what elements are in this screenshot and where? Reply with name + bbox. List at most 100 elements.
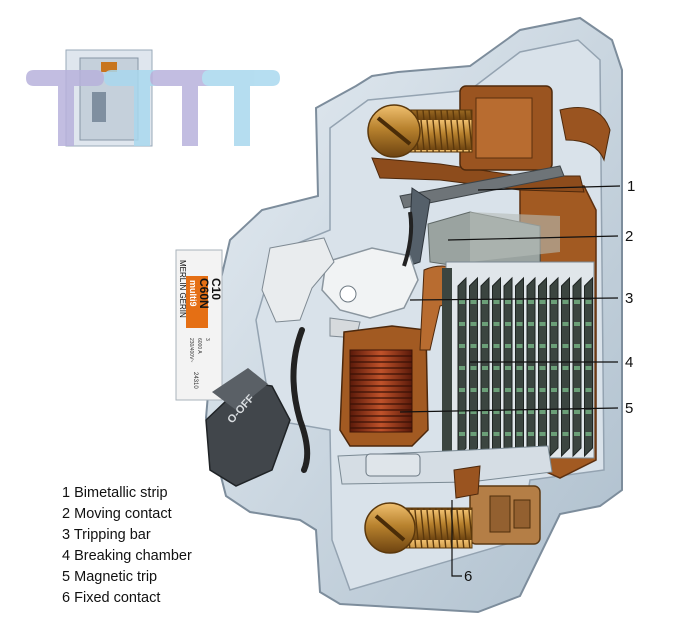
arc-plate-spacer: [470, 322, 477, 326]
arc-plate-spacer: [493, 432, 500, 436]
arc-plate-spacer: [505, 432, 511, 436]
arc-plates: [457, 276, 593, 458]
fixed-contact: [453, 465, 481, 499]
leader-3: [409, 297, 619, 301]
arc-plate-spacer: [482, 410, 488, 414]
callout-number-1: 1: [627, 178, 635, 195]
arc-plate-spacer: [516, 432, 523, 436]
leader-2: [447, 235, 619, 241]
callout-number-3: 3: [625, 290, 633, 307]
arc-plate-spacer: [459, 366, 465, 370]
arc-plate-spacer: [562, 388, 569, 392]
arc-plate-spacer: [574, 432, 580, 436]
arc-plate-spacer: [470, 300, 477, 304]
toggle-handle: O-OFF: [205, 368, 291, 487]
arc-plate-spacer: [562, 344, 569, 348]
arc-plate-spacer: [528, 410, 534, 414]
link-rod: [290, 327, 311, 473]
arc-plate-spacer: [516, 300, 523, 304]
arc-plate-spacer: [539, 366, 546, 370]
legend-number: 4: [62, 548, 71, 564]
arc-plate-spacer: [505, 410, 511, 414]
arc-plate-spacer: [493, 300, 500, 304]
arc-plate-spacer: [528, 388, 534, 392]
legend-number: 3: [62, 527, 71, 543]
callout-leaders: [399, 185, 621, 577]
arc-plate-spacer: [516, 388, 523, 392]
moving-contact: [427, 211, 560, 269]
legend-text: Fixed contact: [74, 590, 161, 606]
arc-plate-spacer: [482, 432, 488, 436]
coil-windings: [350, 355, 412, 429]
arc-plate-spacer: [551, 410, 557, 414]
callout-number-6: 6: [464, 568, 472, 585]
label-code: 24310: [192, 372, 198, 389]
leader-6: [451, 500, 462, 577]
arc-plate-spacer: [539, 388, 546, 392]
arc-plate-spacer: [493, 366, 500, 370]
arc-plate-spacer: [505, 388, 511, 392]
arc-plate-spacer: [528, 322, 534, 326]
arc-plate-spacer: [493, 344, 500, 348]
arc-plate-spacer: [482, 322, 488, 326]
label-fine-print-2: 6000 A: [196, 338, 202, 354]
legend-text: Tripping bar: [73, 527, 151, 543]
arc-plate-spacer: [459, 432, 465, 436]
arc-plate-spacer: [470, 432, 477, 436]
magnetic-trip: [339, 265, 463, 447]
arc-plate-spacer: [482, 344, 488, 348]
arc-plate-spacer: [574, 366, 580, 370]
arc-plate-spacer: [574, 344, 580, 348]
arc-plate-spacer: [585, 366, 592, 370]
arc-plate-spacer: [562, 300, 569, 304]
bimetallic-strip: [399, 165, 565, 267]
legend-item-3: 3 Tripping bar: [62, 525, 302, 546]
arc-plate-spacer: [551, 432, 557, 436]
arc-plate-spacer: [470, 366, 477, 370]
arc-plate-spacer: [528, 432, 534, 436]
arc-plate-spacer: [516, 322, 523, 326]
arc-plate-spacer: [562, 322, 569, 326]
legend-number: 2: [62, 506, 71, 522]
arc-plate-spacer: [551, 388, 557, 392]
arc-plate-spacer: [482, 300, 488, 304]
legend-number: 5: [62, 569, 71, 585]
top-terminal: [367, 85, 611, 171]
arc-plate-spacer: [459, 300, 465, 304]
arc-plate-spacer: [539, 322, 546, 326]
arc-plate-spacer: [585, 344, 592, 348]
arc-plate-spacer: [505, 344, 511, 348]
label-fine-print-3: 3: [204, 338, 210, 341]
arc-plate-spacer: [528, 300, 534, 304]
arc-plate-spacer: [493, 388, 500, 392]
arc-plate-spacer: [539, 410, 546, 414]
arc-plate-spacer: [585, 322, 592, 326]
legend-number: 1: [62, 485, 71, 501]
product-label: MERLIN GERIN multi9 C60N C10 230/400V~ 6…: [175, 249, 223, 401]
arc-plate-spacer: [459, 344, 465, 348]
arc-plate-spacer: [470, 344, 477, 348]
legend-item-6: 6 Fixed contact: [62, 588, 302, 609]
legend-text: Bimetallic strip: [74, 485, 168, 501]
legend-item-4: 4 Breaking chamber: [62, 546, 302, 567]
arc-plate-spacer: [516, 366, 523, 370]
legend-number: 6: [62, 590, 71, 606]
arc-plate-spacer: [539, 344, 546, 348]
arc-plate-spacer: [574, 388, 580, 392]
arc-plate-spacer: [493, 322, 500, 326]
tripping-bar: [261, 237, 419, 339]
watermark-logo: [26, 49, 280, 147]
arc-plate-spacer: [562, 366, 569, 370]
arc-plate-spacer: [551, 322, 557, 326]
arc-plate-spacer: [482, 388, 488, 392]
leader-1: [477, 185, 621, 191]
arc-plate-spacer: [459, 410, 465, 414]
arc-plate-spacer: [516, 410, 523, 414]
arc-plate-spacer: [585, 300, 592, 304]
label-rating: C10: [209, 278, 223, 300]
arc-plate-spacer: [528, 366, 534, 370]
callout-numbers: 1 2 3 4 5 6: [464, 178, 635, 585]
breaking-chamber: [442, 261, 595, 459]
label-fine-print-1: 230/400V~: [188, 338, 194, 362]
